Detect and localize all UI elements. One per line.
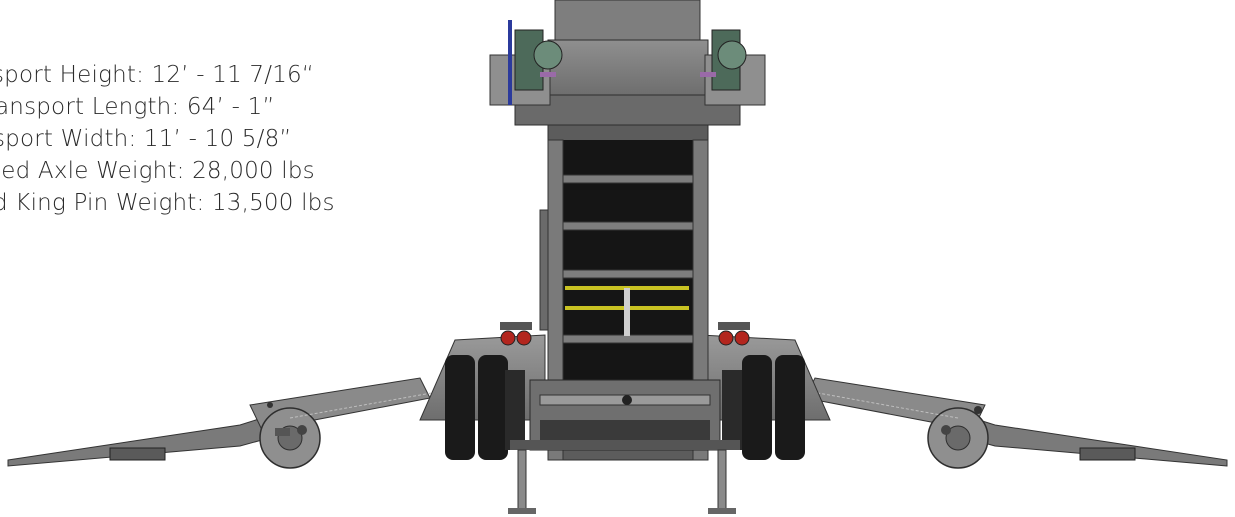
transport-specs: sport Height: 12’ - 11 7/16“ ansport Len… bbox=[0, 62, 430, 222]
spec-axle-weight-text: ted Axle Weight: 28,000 lbs bbox=[0, 158, 315, 184]
spec-king-pin-weight-text: d King Pin Weight: 13,500 lbs bbox=[0, 190, 335, 216]
tires bbox=[445, 355, 805, 460]
spec-transport-width-text: sport Width: 11’ - 10 5/8” bbox=[0, 126, 292, 152]
spec-king-pin-weight: d King Pin Weight: 13,500 lbs bbox=[0, 190, 430, 222]
spec-axle-weight: ted Axle Weight: 28,000 lbs bbox=[0, 158, 430, 190]
tail-lights bbox=[500, 322, 750, 346]
lower-chassis bbox=[510, 379, 740, 451]
right-stabilizer-arm bbox=[744, 377, 1228, 469]
spec-transport-width: sport Width: 11’ - 10 5/8” bbox=[0, 126, 430, 158]
spec-transport-height: sport Height: 12’ - 11 7/16“ bbox=[0, 62, 430, 94]
spec-transport-length: ansport Length: 64’ - 1” bbox=[0, 94, 430, 126]
spec-transport-length-text: ansport Length: 64’ - 1” bbox=[0, 94, 275, 120]
left-stabilizer-arm bbox=[7, 377, 506, 469]
jack-legs bbox=[508, 449, 736, 514]
hopper-head bbox=[489, 0, 766, 126]
spec-transport-height-text: sport Height: 12’ - 11 7/16“ bbox=[0, 62, 314, 88]
